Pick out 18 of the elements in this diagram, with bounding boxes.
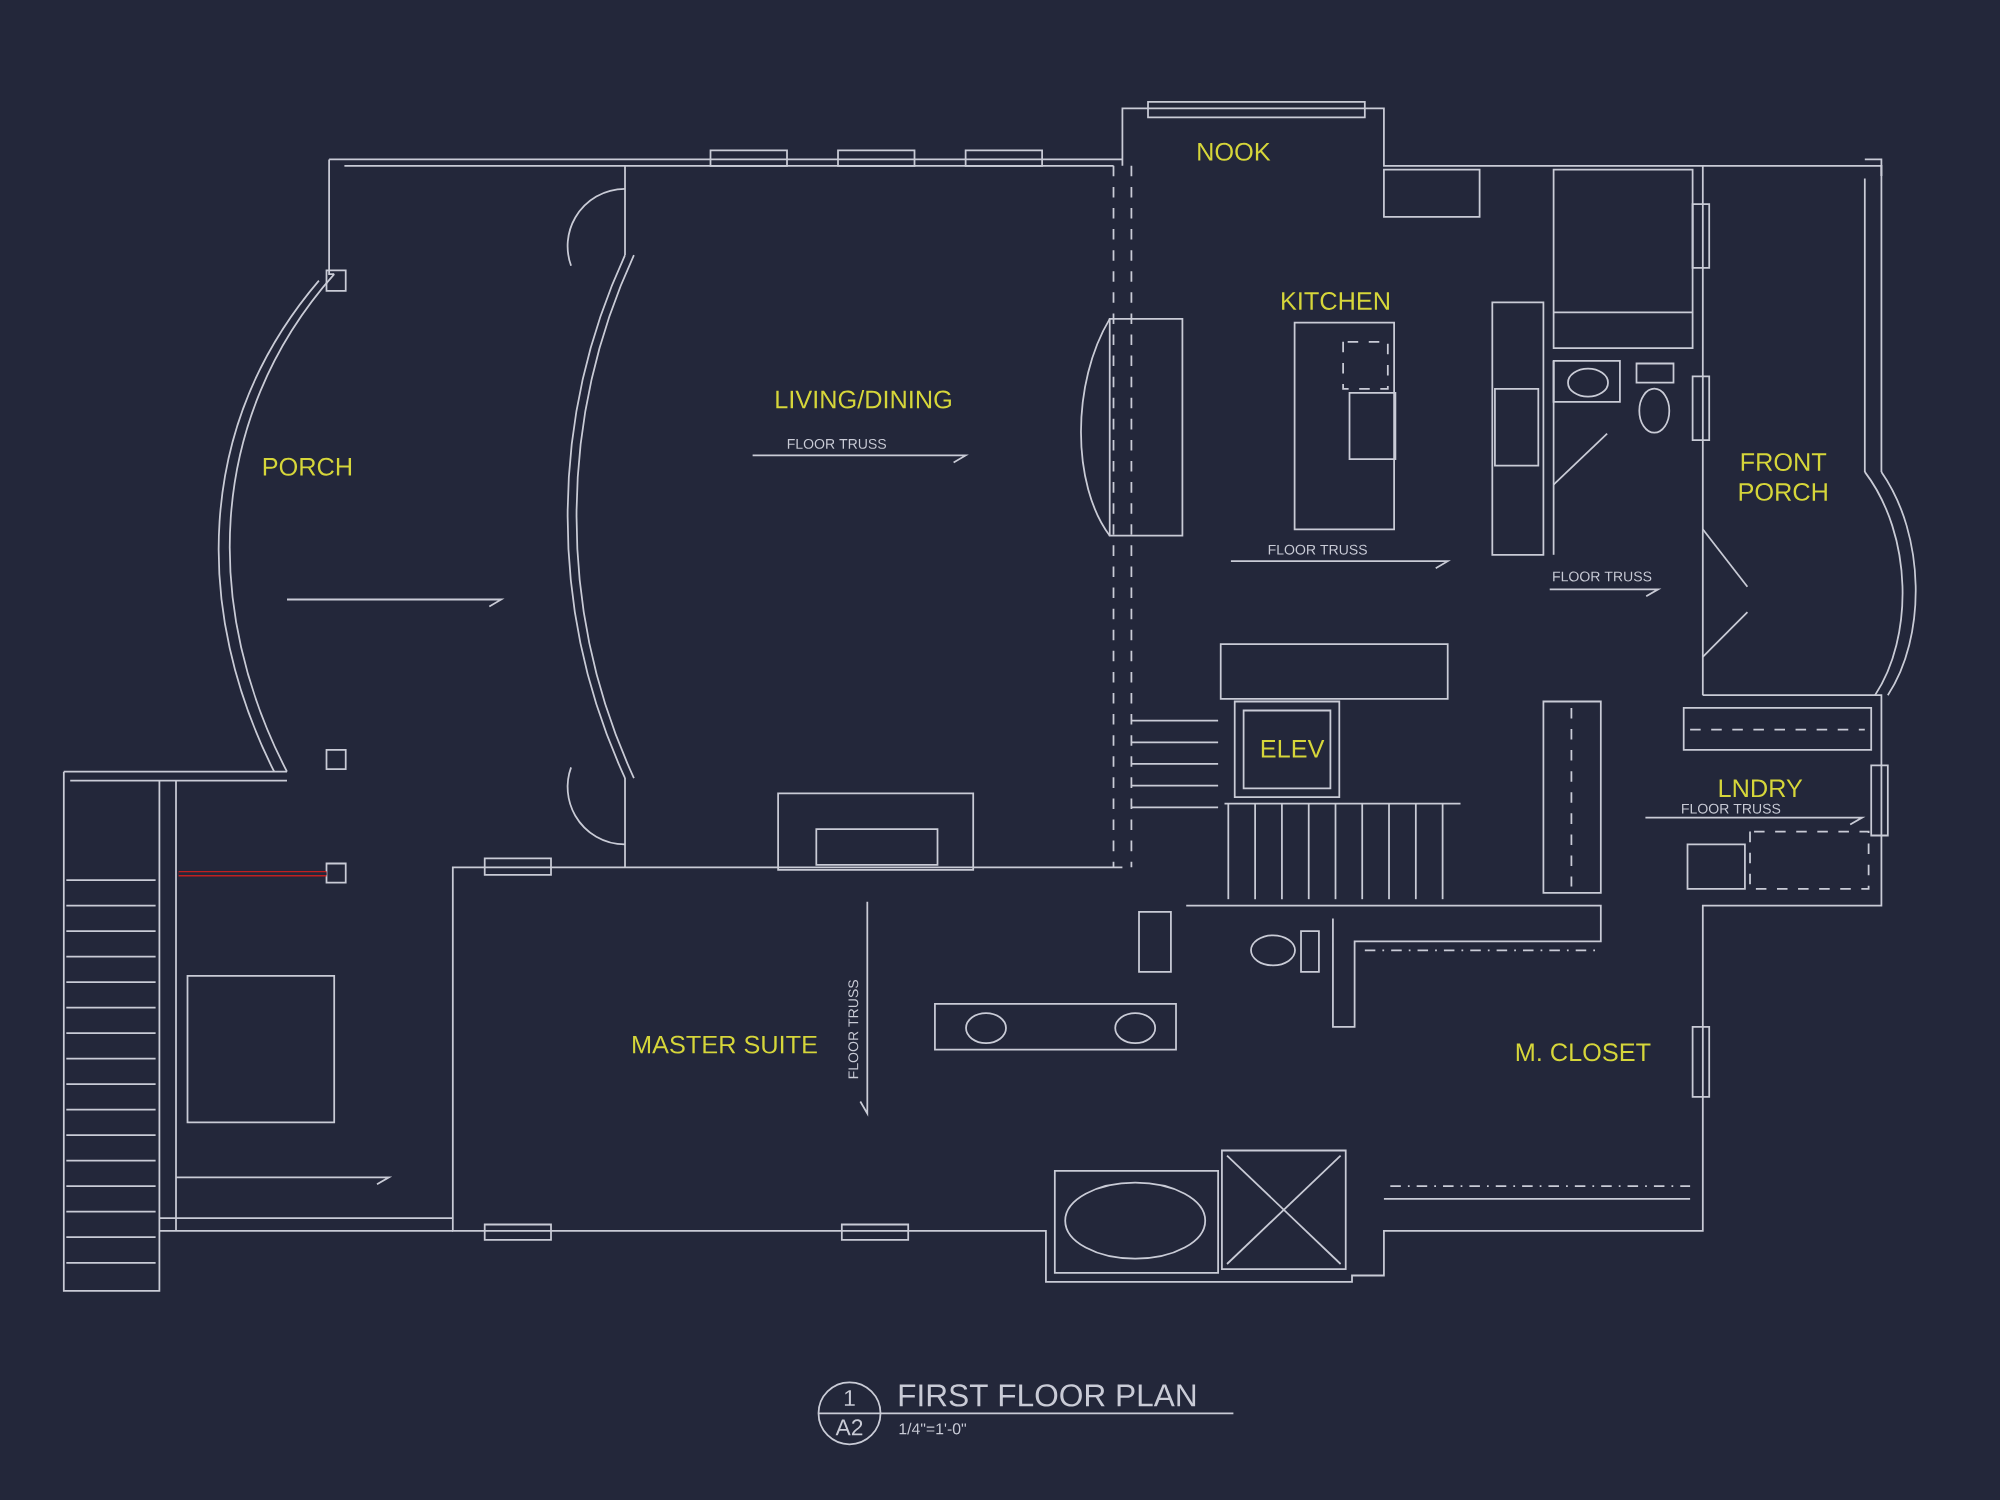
room-label: FRONT PORCH [1739,453,1827,501]
room-label: LNDRY [1719,779,1803,797]
room-label: ELEV [1261,740,1325,758]
floor-truss-note: FLOOR TRUSS [1268,544,1367,555]
room-label: KITCHEN [1282,292,1389,310]
room-label: MASTER SUITE [633,1035,817,1054]
floor-truss-note: FLOOR TRUSS [848,980,859,1079]
room-label: LIVING/DINING [776,389,951,409]
floor-truss-note: FLOOR TRUSS [1682,803,1781,814]
sheet-reference: 1 [844,1390,855,1406]
room-label: M. CLOSET [1516,1043,1651,1062]
title: FIRST FLOOR PLAN [899,1384,1196,1407]
floor-truss-note: FLOOR TRUSS [1553,571,1652,582]
scale-note: 1/4"=1'-0" [899,1422,966,1435]
room-label: PORCH [263,457,352,476]
sheet-reference: A2 [835,1419,863,1436]
floor-truss-note: FLOOR TRUSS [787,438,886,449]
room-label: NOOK [1198,142,1271,161]
